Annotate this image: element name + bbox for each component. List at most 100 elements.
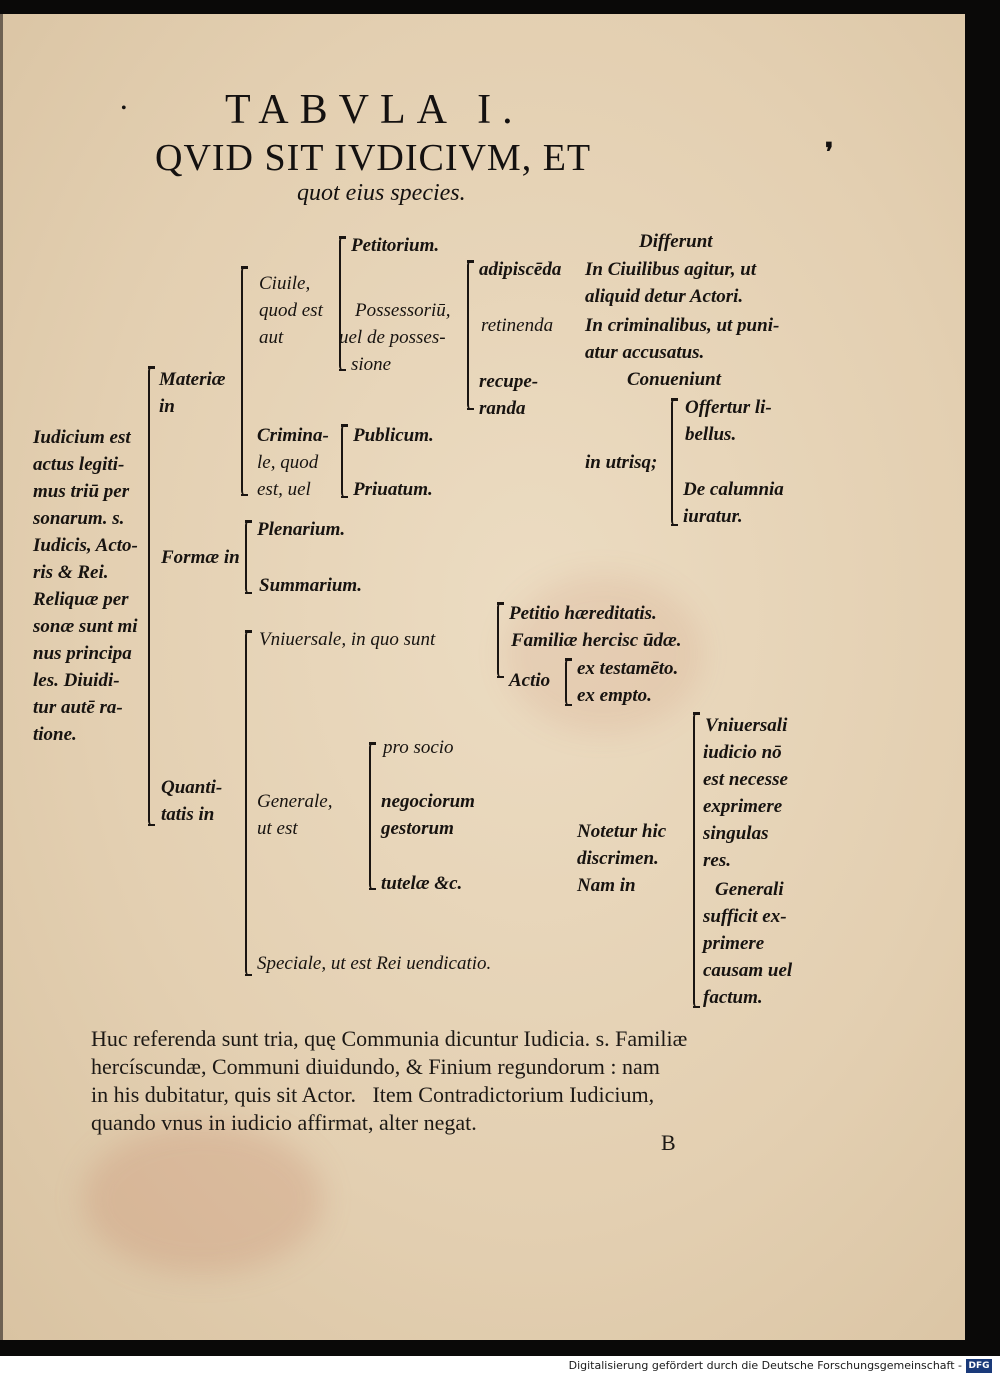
ciuile-label: Ciuile, [259, 273, 311, 294]
conueniunt-label: Conueniunt [627, 369, 721, 390]
materiae-label: in [159, 396, 175, 417]
recuperanda-label: randa [479, 398, 526, 419]
petitorium-label: Petitorium. [351, 235, 440, 256]
plenarium-label: Plenarium. [257, 519, 346, 540]
in-utrisque-label: in utrisq; [585, 452, 658, 473]
offertur-line: bellus. [685, 424, 737, 445]
tutelae-label: tutelæ &c. [381, 873, 463, 894]
brace-generale [368, 742, 378, 890]
bottom-note-line: in his dubitatur, quis sit Actor. Item C… [91, 1082, 655, 1107]
water-stain [503, 574, 703, 734]
definition-line: ris & Rei. [33, 562, 109, 583]
criminale-label: le, quod [257, 452, 319, 473]
calumnia-line: iuratur. [683, 506, 743, 527]
offertur-line: Offertur li- [685, 397, 772, 418]
definition-line: sonæ sunt mi [33, 616, 138, 637]
definition-line: Iudicium est [33, 427, 131, 448]
possessorium-label: uel de posses- [339, 327, 446, 348]
publicum-label: Publicum. [353, 425, 434, 446]
notetur-line: Notetur hic [577, 821, 667, 842]
ciuile-label: aut [259, 327, 284, 348]
bottom-note-line: Huc referenda sunt tria, quę Communia di… [91, 1026, 688, 1051]
ink-mark: ❜ [825, 138, 834, 167]
calumnia-line: De calumnia [683, 479, 784, 500]
pro-socio-label: pro socio [383, 737, 454, 758]
brace-criminale [340, 424, 350, 498]
vniuersali-line: singulas [703, 823, 769, 844]
signature-mark: B [661, 1130, 676, 1155]
criminalibus-line: atur accusatus. [585, 342, 705, 363]
generale-label: ut est [257, 818, 298, 839]
recuperanda-label: recupe- [479, 371, 539, 392]
brace-notetur [692, 712, 702, 1008]
negociorum-label: gestorum [381, 818, 454, 839]
brace-quantitatis [244, 630, 254, 976]
possessorium-label: sione [351, 354, 392, 375]
heading-line-1: QVID SIT IVDICIVM, ET [155, 137, 592, 179]
brace-ciuile [338, 236, 348, 371]
ex-empto-label: ex empto. [577, 685, 652, 706]
vniuersale-label: Vniuersale, in quo sunt [259, 629, 436, 650]
vniuersali-line: Vniuersali [705, 715, 788, 736]
actio-label: Actio [509, 670, 551, 691]
generali-line: primere [703, 933, 765, 954]
criminalibus-line: In criminalibus, ut puni- [585, 315, 780, 336]
adipiscenda-label: adipiscēda [479, 259, 562, 280]
bottom-note-line: hercíscundæ, Communi diuidundo, & Finium… [91, 1054, 660, 1079]
vniuersali-line: exprimere [703, 796, 783, 817]
brace-conueniunt [670, 398, 680, 526]
definition-line: tione. [33, 724, 77, 745]
generali-line: factum. [703, 987, 763, 1008]
quantitatis-label: tatis in [161, 804, 215, 825]
notetur-line: Nam in [577, 875, 636, 896]
bottom-note-line: quando vnus in iudicio affirmat, alter n… [91, 1110, 477, 1135]
heading-line-2: quot eius species. [297, 180, 466, 206]
quantitatis-label: Quanti- [161, 777, 223, 798]
brace-vniuersale [496, 602, 506, 678]
familiae-label: Familiæ hercisc ūdæ. [511, 630, 682, 651]
formae-label: Formæ in [161, 547, 240, 568]
negociorum-label: negociorum [381, 791, 475, 812]
definition-line: les. Diuidi- [33, 670, 120, 691]
definition-line: Iudicis, Acto- [33, 535, 138, 556]
vniuersali-line: res. [703, 850, 731, 871]
definition-line: nus principa [33, 643, 132, 664]
brace-formae [244, 520, 254, 594]
criminale-label: Crimina- [257, 425, 329, 446]
definition-line: Reliquæ per [33, 589, 129, 610]
digitization-footer: Digitalisierung gefördert durch die Deut… [0, 1356, 1000, 1378]
generali-line: sufficit ex- [703, 906, 787, 927]
differunt-label: Differunt [639, 231, 713, 252]
notetur-line: discrimen. [577, 848, 659, 869]
definition-line: actus legiti- [33, 454, 125, 475]
priuatum-label: Priuatum. [353, 479, 433, 500]
vniuersali-line: est necesse [703, 769, 788, 790]
speciale-label: Speciale, ut est Rei uendicatio. [257, 953, 492, 974]
ciuile-label: quod est [259, 300, 323, 321]
dfg-logo-icon: DFG [966, 1359, 992, 1373]
civilibus-line: In Ciuilibus agitur, ut [585, 259, 757, 280]
retinenda-label: retinenda [481, 315, 554, 336]
brace-materiae [240, 266, 250, 496]
definition-line: sonarum. s. [33, 508, 125, 529]
summarium-label: Summarium. [259, 575, 362, 596]
definition-line: tur autē ra- [33, 697, 123, 718]
criminale-label: est, uel [257, 479, 311, 500]
ornament-dot: • [121, 100, 127, 117]
vniuersali-line: iudicio nō [703, 742, 782, 763]
materiae-label: Materiæ [159, 369, 226, 390]
brace-actio [564, 658, 574, 706]
petitio-label: Petitio hæreditatis. [509, 603, 657, 624]
footer-credit: Digitalisierung gefördert durch die Deut… [568, 1359, 962, 1372]
generali-line: causam uel [703, 960, 793, 981]
definition-line: mus triū per [33, 481, 130, 502]
generale-label: Generale, [257, 791, 333, 812]
book-page: • TABVLA I. QVID SIT IVDICIVM, ET quot e… [0, 14, 965, 1340]
ex-testamento-label: ex testamēto. [577, 658, 679, 679]
brace-main [147, 366, 157, 826]
water-stain [83, 1124, 323, 1274]
possessorium-label: Possessoriū, [355, 300, 451, 321]
civilibus-line: aliquid detur Actori. [585, 286, 744, 307]
brace-possessorium [466, 260, 476, 410]
page-title: TABVLA I. [225, 87, 524, 133]
